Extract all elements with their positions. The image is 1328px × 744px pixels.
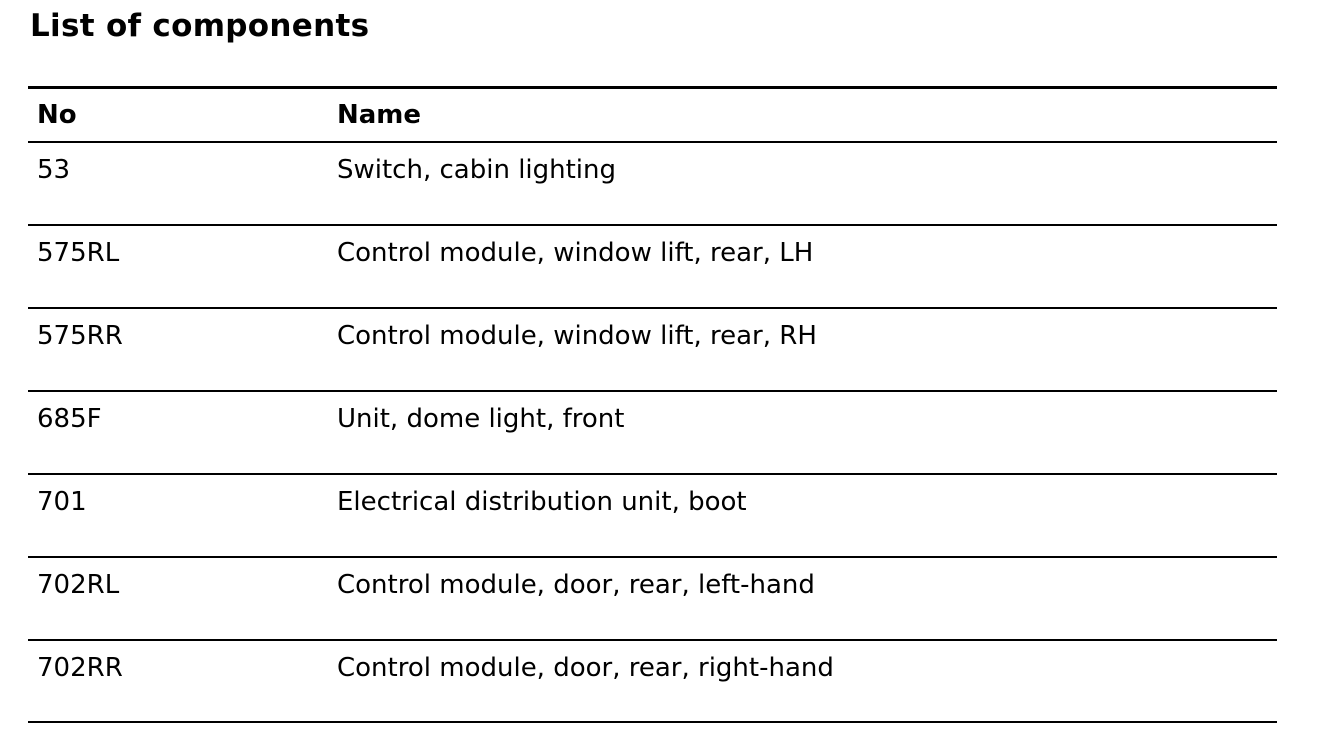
table-header-row: No Name [28,87,1277,143]
cell-no: 53 [28,142,328,226]
cell-no: 701 [28,474,328,558]
cell-name: Control module, window lift, rear, LH [328,225,1277,309]
cell-name: Unit, dome light, front [328,391,1277,475]
cell-no: 702RL [28,557,328,641]
table-row: 575RL Control module, window lift, rear,… [28,225,1277,309]
cell-no: 702RR [28,640,328,723]
table-row: 53 Switch, cabin lighting [28,142,1277,226]
column-header-name: Name [328,87,1277,143]
table-row: 702RR Control module, door, rear, right-… [28,640,1277,723]
components-table: No Name 53 Switch, cabin lighting 575RL … [28,86,1277,723]
page-title: List of components [30,8,370,44]
cell-name: Control module, door, rear, right-hand [328,640,1277,723]
cell-no: 575RR [28,308,328,392]
cell-name: Control module, door, rear, left-hand [328,557,1277,641]
table-row: 575RR Control module, window lift, rear,… [28,308,1277,392]
cell-no: 575RL [28,225,328,309]
cell-no: 685F [28,391,328,475]
cell-name: Switch, cabin lighting [328,142,1277,226]
cell-name: Control module, window lift, rear, RH [328,308,1277,392]
table-row: 702RL Control module, door, rear, left-h… [28,557,1277,641]
table-row: 685F Unit, dome light, front [28,391,1277,475]
column-header-no: No [28,87,328,143]
table-row: 701 Electrical distribution unit, boot [28,474,1277,558]
cell-name: Electrical distribution unit, boot [328,474,1277,558]
